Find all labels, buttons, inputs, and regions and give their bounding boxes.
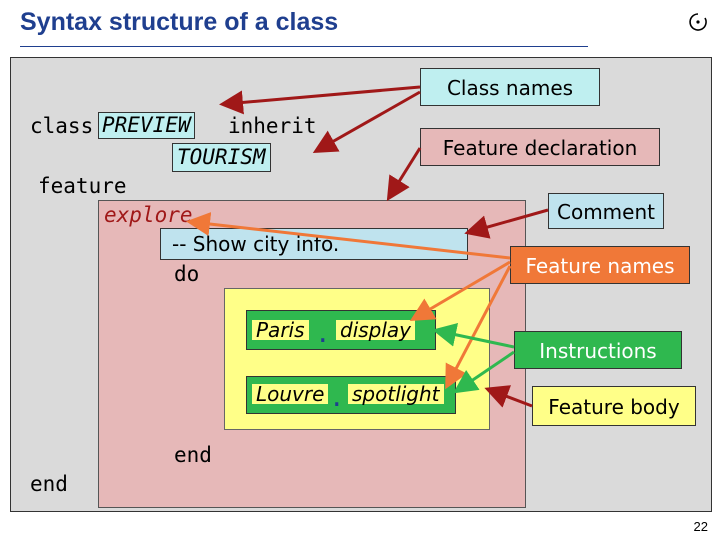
logo-icon xyxy=(688,12,708,32)
instruction-1-target: Paris xyxy=(252,320,309,340)
instruction-1-dot: . xyxy=(318,315,328,350)
page-number: 22 xyxy=(693,519,708,534)
parent-class-name-tourism: TOURISM xyxy=(172,143,271,172)
instruction-2-dot: . xyxy=(332,379,342,414)
slide-title: Syntax structure of a class xyxy=(20,8,339,36)
keyword-feature: feature xyxy=(38,174,127,198)
feature-declaration-label: Feature declaration xyxy=(420,128,660,166)
instructions-label: Instructions xyxy=(514,331,682,369)
instruction-2-target: Louvre xyxy=(252,384,329,404)
feature-names-label: Feature names xyxy=(510,246,690,284)
keyword-class: class xyxy=(30,114,94,138)
keyword-do: do xyxy=(174,262,200,286)
comment-text: -- Show city info. xyxy=(172,232,340,256)
inner-end-keyword: end xyxy=(174,443,212,467)
keyword-inherit: inherit xyxy=(228,114,317,138)
comment-label: Comment xyxy=(548,193,664,229)
title-underline xyxy=(20,46,588,47)
class-names-label: Class names xyxy=(420,68,600,106)
class-name-preview: PREVIEW xyxy=(98,112,195,139)
feature-body-label: Feature body xyxy=(532,386,696,426)
instruction-1-call: display xyxy=(336,320,416,340)
instruction-2-call: spotlight xyxy=(348,384,444,404)
feature-name-explore: explore xyxy=(104,203,193,227)
outer-end-keyword: end xyxy=(30,472,68,496)
